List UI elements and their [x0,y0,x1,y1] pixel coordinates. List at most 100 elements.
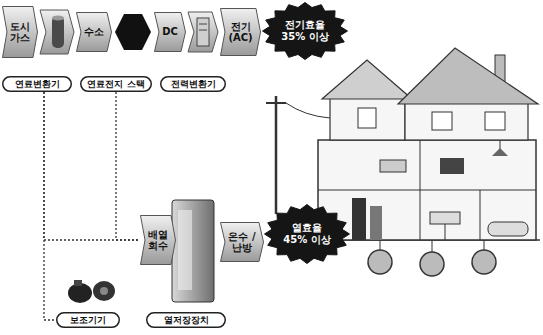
arrow-shape [221,223,264,262]
pill-shape [147,313,226,328]
text-holder: 열효율 45% 이상 [264,204,350,264]
text-line-box: 연료전지 스택 [87,79,144,89]
gable-roof [322,60,412,99]
text-holder: 전기효율 35% 이상 [262,2,348,60]
arrow-shape [221,9,261,56]
text-holder: DC [154,12,186,52]
arrow-panel [188,12,218,52]
text-line-box: 전기 (AC) [226,21,256,44]
pill-shape [81,77,152,92]
television [440,158,464,174]
partition [480,190,481,240]
text-holder: 전기 (AC) [220,8,261,56]
appliance-circle [472,250,496,274]
pole-crossbar [266,102,286,104]
text-line-box: 도시 가스 [9,21,31,44]
blower-icon [93,281,115,301]
text-holder: 열저장장치 [146,312,226,328]
efficiency-burst: 열효율 45% 이상 [264,204,350,264]
text-line-box: 배열 회수 [147,229,169,252]
flow-arrow: 전기 (AC) [220,8,261,56]
text-holder: 연료변환기 [2,76,72,92]
flow-arrow: 도시 가스 [2,6,38,58]
reformer-icon [52,16,64,48]
node-text: 연료변환기 [15,79,60,89]
component-label: 연료전지 스택 [80,76,152,92]
heat-storage-tank [172,200,214,302]
efficiency-burst: 전기효율 35% 이상 [262,2,348,60]
floor-line [318,189,536,190]
house-upper [330,96,405,140]
text-line-box: 보조기기 [70,315,106,325]
pill-shape [161,77,226,92]
appliance-circle [420,252,444,276]
node-text: 도시 가스 [10,21,30,44]
text-line-box: 수소 [84,26,104,38]
text-holder: 보조기기 [56,312,120,328]
dotted-connector [116,92,140,240]
storage-unit [370,206,382,240]
node-text: 수소 [84,26,104,37]
stack-icon [115,14,151,50]
house-upper [405,100,528,140]
text-line-box: 전력변환기 [171,79,216,89]
node-text: 보조기기 [70,315,106,325]
arrow-shape [155,13,186,52]
burst-shape [265,205,350,264]
flow-arrow: 배열 회수 [140,215,176,265]
text-holder: 온수 /난방 [220,222,264,262]
text-holder: 도시 가스 [2,6,38,58]
blower-detail [100,287,108,295]
flow-arrow: 수소 [76,12,112,52]
component-label: 전력변환기 [160,76,226,92]
fuel-cell-unit [352,198,366,240]
component-label: 보조기기 [56,312,120,328]
sink-leg [445,224,446,240]
flow-arrow: 온수 /난방 [220,222,264,262]
component-label: 연료변환기 [2,76,72,92]
sink [430,212,460,224]
text-holder: 연료전지 스택 [80,76,152,92]
window [485,112,505,130]
window [358,108,376,128]
component-label: 열저장장치 [146,312,226,328]
text-line-box: 연료변환기 [15,79,60,89]
node-text: 온수 /난방 [228,231,255,254]
text-line-box: 온수 /난방 [228,231,256,254]
node-text: 열저장장치 [164,315,209,325]
text-line-box: DC [162,26,178,38]
utility-pole [275,96,278,214]
pump-detail [74,280,82,286]
node-text: 전기 (AC) [228,21,252,44]
dotted-connector [44,92,56,320]
text-holder: 배열 회수 [140,215,176,265]
node-text: 배열 회수 [148,229,168,252]
node-text: 전력변환기 [171,79,216,89]
burst-shape [263,3,348,60]
main-roof [398,48,538,104]
arrow-shape [77,13,112,52]
heater [380,160,406,172]
appliance-circle [368,250,392,274]
leader-line [380,240,381,250]
window [432,112,452,130]
arrow-panel [40,10,74,54]
leader-line [432,240,433,252]
arrow-shape [141,216,176,265]
text-line-box: 열저장장치 [164,315,209,325]
node-text: 연료전지 스택 [87,79,144,89]
bathtub [488,222,528,236]
partition [420,140,421,240]
text-holder: 전력변환기 [160,76,226,92]
text-line-box: 열효율 45% 이상 [281,222,333,245]
node-text: DC [162,26,178,37]
power-wire [286,103,330,118]
inverter-icon [197,18,209,46]
dotted-connector [44,92,140,240]
house-body [318,140,536,240]
pill-shape [3,77,72,92]
flow-arrow: DC [154,12,186,52]
inverter-detail [199,30,207,31]
pill-shape [57,313,120,328]
leader-line [484,240,485,250]
